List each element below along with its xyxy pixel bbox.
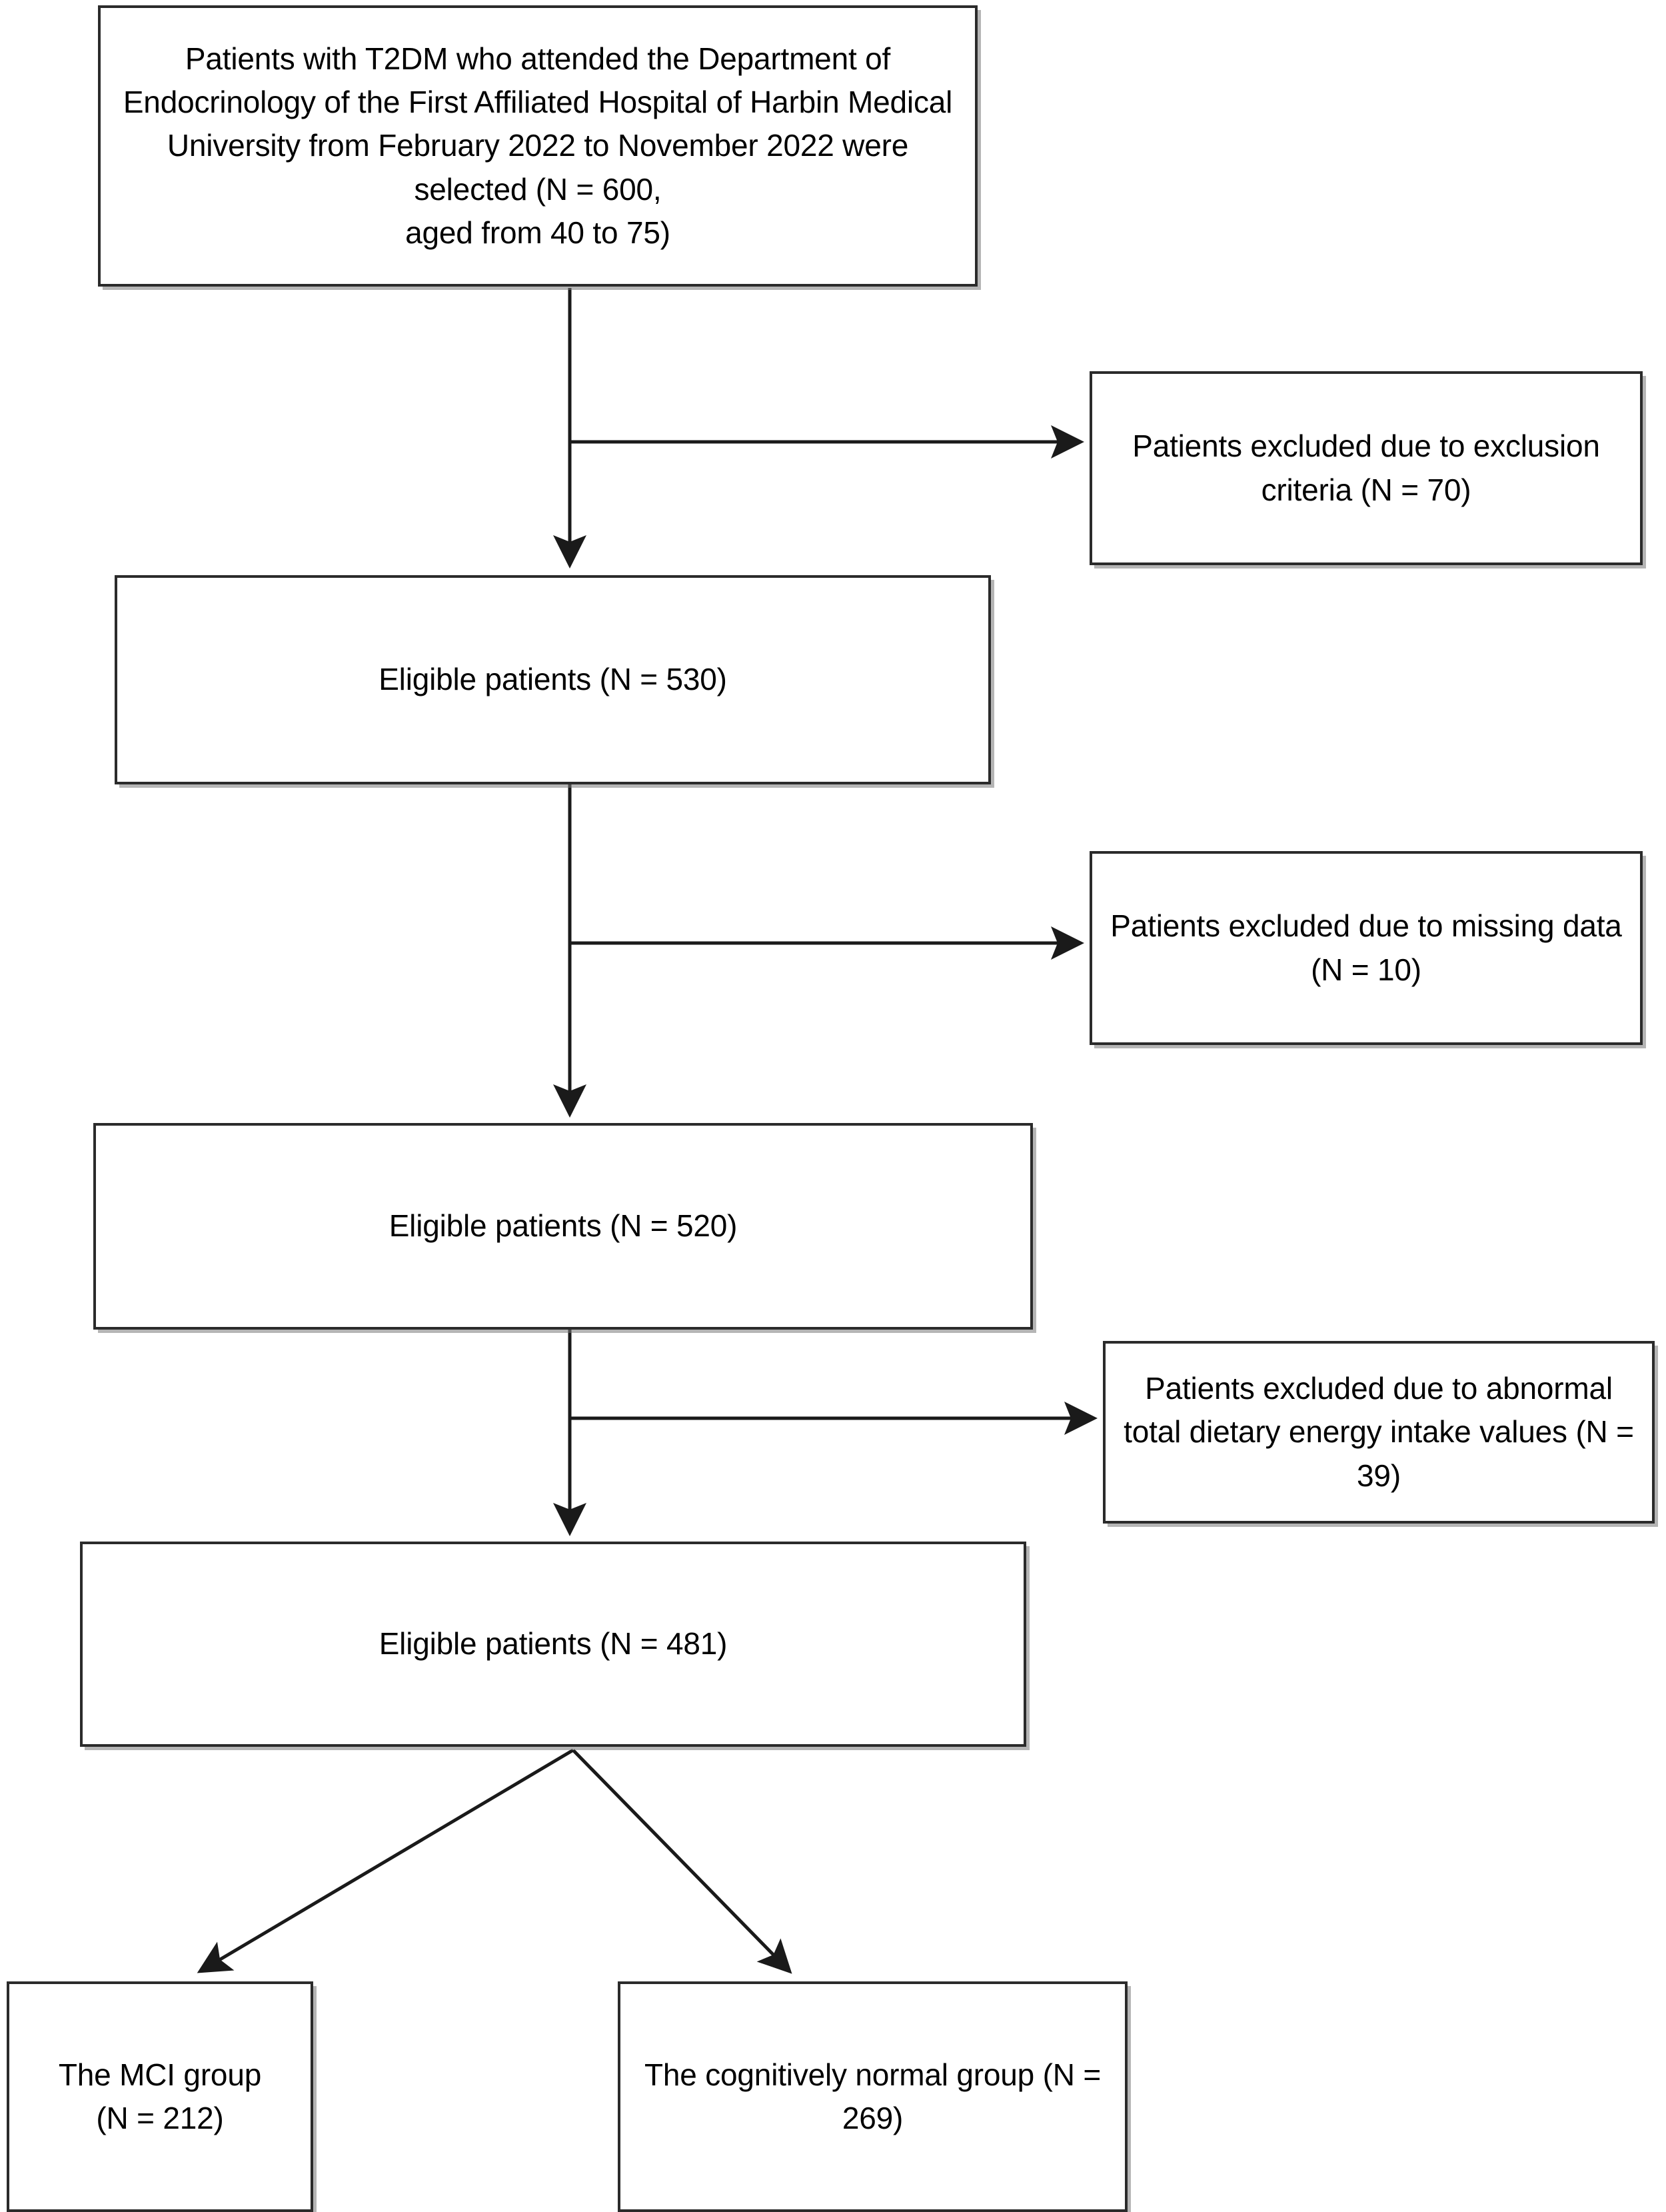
node-eligible-520-label: Eligible patients (N = 520): [389, 1208, 738, 1244]
node-eligible-520: Eligible patients (N = 520): [93, 1123, 1033, 1330]
node-eligible-481-label: Eligible patients (N = 481): [379, 1626, 728, 1661]
node-excluded-missing-data: Patients excluded due to missing data (N…: [1090, 851, 1643, 1045]
edge-eligible481-to-normal: [572, 1749, 792, 1974]
edge-eligible481-to-mci: [197, 1748, 574, 1973]
node-cognitively-normal-group: The cognitively normal group (N = 269): [618, 1981, 1128, 2212]
node-source-population: Patients with T2DM who attended the Depa…: [98, 5, 978, 287]
node-mci-group: The MCI group (N = 212): [7, 1981, 313, 2212]
node-excluded-energy-intake-label: Patients excluded due to abnormal total …: [1124, 1371, 1634, 1493]
node-excluded-missing-data-label: Patients excluded due to missing data (N…: [1110, 908, 1622, 987]
node-eligible-530: Eligible patients (N = 530): [115, 575, 991, 784]
node-excluded-criteria: Patients excluded due to exclusion crite…: [1090, 371, 1643, 565]
node-source-population-label: Patients with T2DM who attended the Depa…: [123, 41, 953, 250]
node-cognitively-normal-group-label: The cognitively normal group (N = 269): [644, 2057, 1101, 2135]
node-excluded-criteria-label: Patients excluded due to exclusion crite…: [1132, 429, 1600, 507]
node-excluded-energy-intake: Patients excluded due to abnormal total …: [1103, 1341, 1655, 1524]
node-eligible-530-label: Eligible patients (N = 530): [379, 662, 727, 697]
node-mci-group-label: The MCI group (N = 212): [58, 2057, 262, 2135]
node-eligible-481: Eligible patients (N = 481): [80, 1542, 1026, 1747]
